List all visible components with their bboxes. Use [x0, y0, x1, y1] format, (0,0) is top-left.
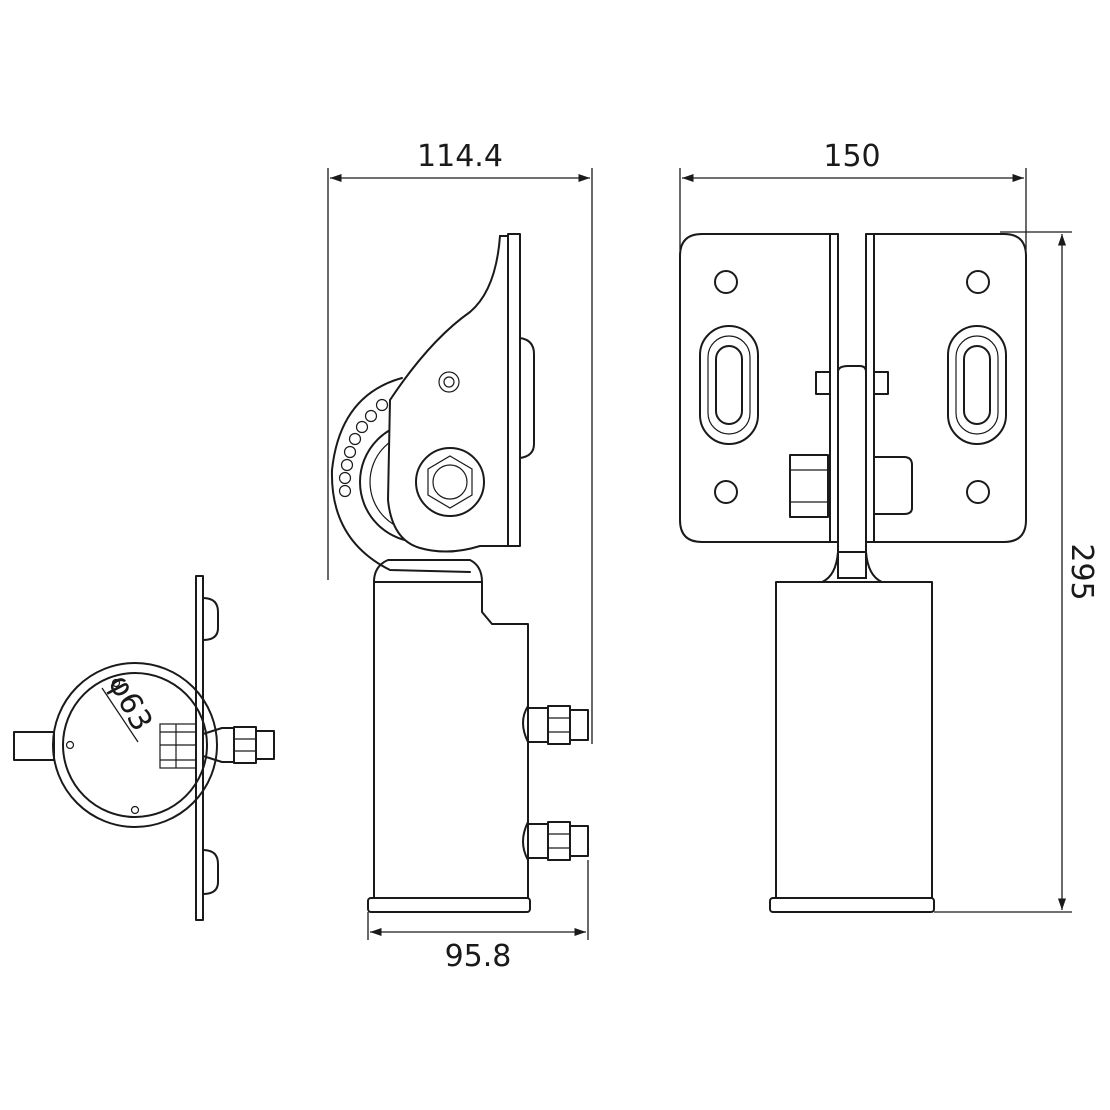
- side-arm-rib: [519, 337, 535, 459]
- front-right-plate: [873, 233, 1027, 543]
- dim-front-width: 150: [679, 139, 1027, 250]
- dim-total-height: 295: [934, 231, 1099, 913]
- front-slot-right-inner: [963, 345, 991, 425]
- plate-boss-top: [202, 597, 219, 641]
- side-small-bolt-inner: [443, 376, 455, 388]
- front-bolt-cap: [873, 456, 913, 515]
- front-hex-nut: [789, 454, 829, 518]
- front-hole-top-right: [966, 270, 990, 294]
- dim-base-width: 95.8: [367, 860, 589, 974]
- side-base-flange: [367, 897, 531, 913]
- side-fitting-upper-hex: [547, 705, 571, 745]
- dim-side-width-label: 114.4: [417, 139, 503, 174]
- angle-hole-row: [338, 398, 389, 498]
- dim-front-width-label: 150: [823, 139, 880, 174]
- side-fitting-upper-tip: [569, 709, 589, 741]
- front-center-plate: [837, 365, 867, 579]
- front-left-plate-flange: [829, 233, 839, 543]
- front-slot-left-mid: [707, 335, 751, 435]
- side-arm-back-plate: [507, 233, 521, 547]
- front-hole-bottom-left: [714, 480, 738, 504]
- ring-hole-top: [111, 678, 121, 688]
- side-fitting-lower-nut: [527, 823, 549, 859]
- pipe-inner-circle: [62, 672, 208, 818]
- side-main-bolt-outer: [415, 447, 485, 517]
- front-small-bolt-left: [815, 371, 831, 395]
- side-fitting-lower-boss: [522, 821, 529, 861]
- side-small-bolt-outer: [438, 371, 460, 393]
- top-fitting-tip: [255, 730, 275, 760]
- front-slot-right-outer: [947, 325, 1007, 445]
- mounting-plate: [195, 575, 204, 921]
- front-right-plate-flange: [865, 233, 875, 543]
- front-hole-bottom-right: [966, 480, 990, 504]
- front-slot-left-outer: [699, 325, 759, 445]
- dim-base-width-label: 95.8: [445, 939, 512, 974]
- side-fitting-lower-hex: [547, 821, 571, 861]
- side-main-bolt-hex: [427, 455, 473, 509]
- top-fitting-nut: [233, 726, 257, 764]
- front-hole-top-left: [714, 270, 738, 294]
- side-fitting-lower-tip: [569, 825, 589, 857]
- diameter-leader: [101, 687, 139, 743]
- front-small-bolt-right: [873, 371, 889, 395]
- side-main-bolt-inner: [432, 464, 468, 500]
- swivel-dial: [330, 377, 471, 573]
- left-stub: [13, 731, 55, 761]
- ring-hole-left: [65, 740, 75, 750]
- plate-boss-bottom: [202, 849, 219, 895]
- side-view: [330, 233, 589, 913]
- internal-bracket: [159, 723, 197, 769]
- front-left-plate: [679, 233, 831, 543]
- side-cylinder: [373, 581, 529, 899]
- pipe-diameter-label: φ63: [101, 669, 159, 737]
- ring-hole-bottom: [130, 805, 140, 815]
- front-view: [679, 233, 1027, 913]
- side-fitting-upper-nut: [527, 707, 549, 743]
- dim-total-height-label: 295: [1064, 543, 1099, 600]
- top-view: φ63: [13, 575, 275, 921]
- front-slot-right-mid: [955, 335, 999, 435]
- front-slot-left-inner: [715, 345, 743, 425]
- dim-side-width: 114.4: [327, 139, 593, 744]
- front-base-flange: [769, 897, 935, 913]
- front-collar: [777, 551, 931, 583]
- side-arm-plate: [386, 235, 509, 553]
- front-cylinder: [775, 581, 933, 899]
- side-collar: [373, 559, 483, 583]
- side-fitting-upper-boss: [522, 705, 529, 743]
